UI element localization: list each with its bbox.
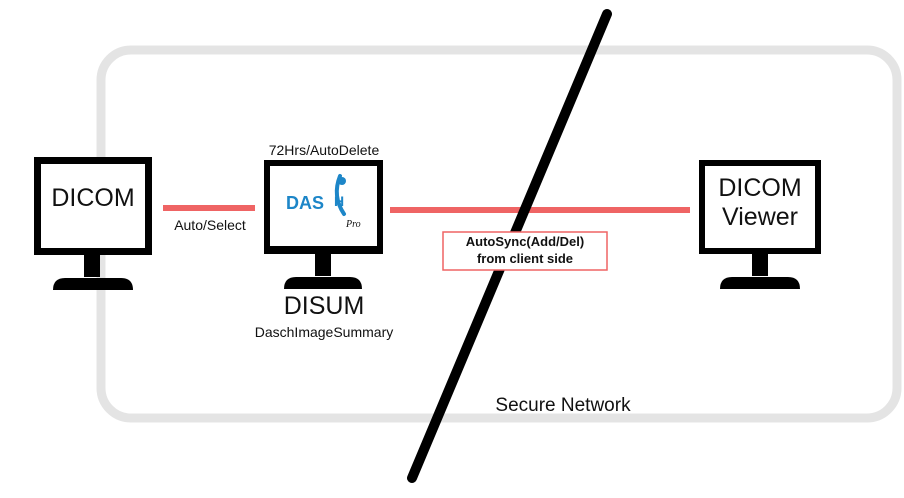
autosync-label-box [442,231,608,271]
dasch-logo-icon: DAS H Pro [286,174,361,230]
dasch-logo-suffix: Pro [345,219,361,230]
viewer-screen-line1: DICOM [718,174,802,202]
server-subtitle: DaschImageSummary [254,324,394,340]
dasch-logo-letter: H [334,193,344,209]
secure-network-label: Secure Network [495,395,631,416]
server-name: DISUM [283,292,365,320]
server-top-label: 72Hrs/AutoDelete [268,142,380,158]
dasch-logo-text: DAS [286,193,324,213]
dicom-viewer-monitor [699,160,821,289]
dicom-source-monitor [34,157,152,290]
autosync-label-line2: from client side [476,251,574,266]
autosync-label-line1: AutoSync(Add/Del) [465,234,585,249]
auto-select-label: Auto/Select [174,217,246,233]
viewer-screen-line2: Viewer [722,203,798,231]
disum-server-monitor: DAS H Pro [264,160,383,289]
source-screen-text: DICOM [51,184,135,212]
